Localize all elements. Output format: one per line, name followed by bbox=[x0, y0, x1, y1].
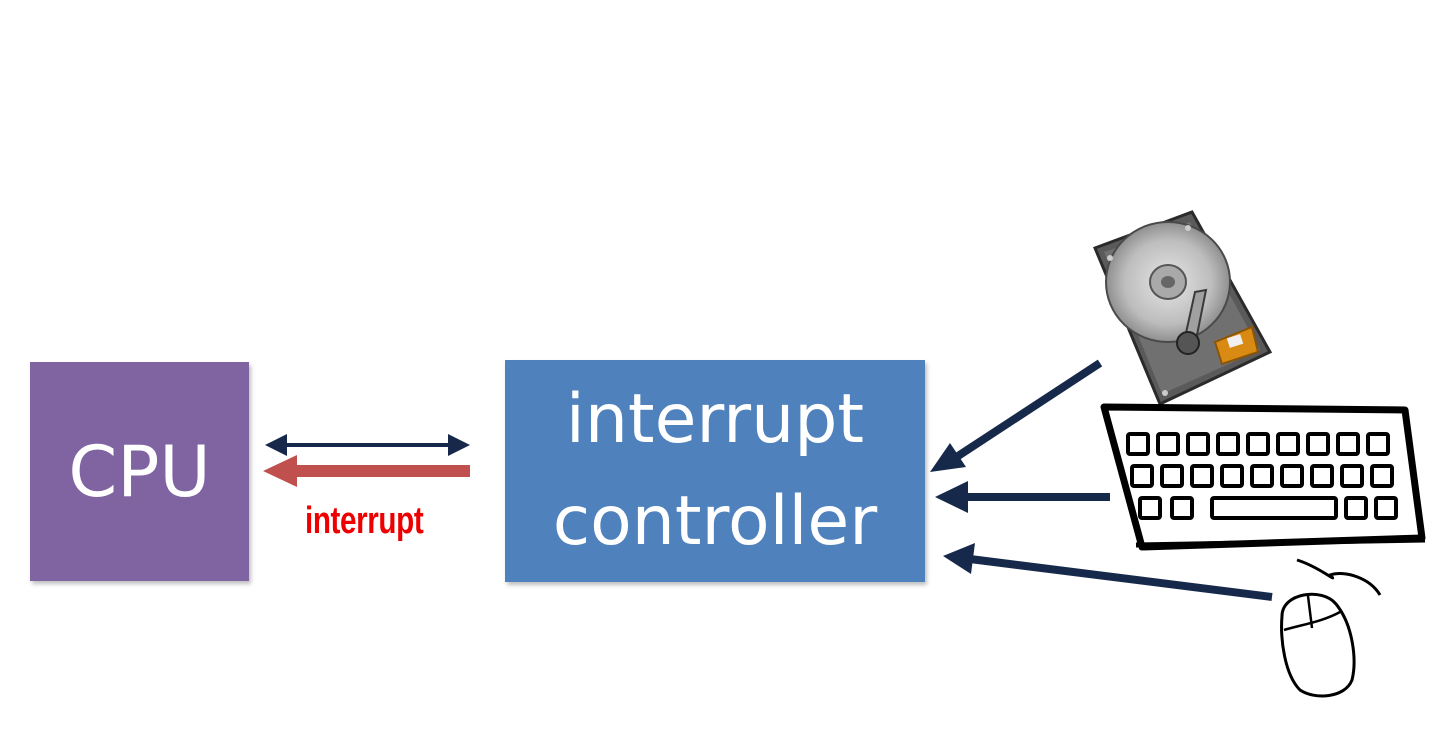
keyboard-key bbox=[1366, 432, 1390, 456]
controller-label-line2: controller bbox=[552, 482, 878, 561]
keyboard-to-controller-arrow bbox=[935, 481, 1110, 513]
mouse-to-controller-arrow bbox=[943, 543, 1273, 601]
keyboard-key bbox=[1336, 432, 1360, 456]
keyboard-key bbox=[1186, 432, 1210, 456]
bus-arrow bbox=[265, 434, 470, 456]
keyboard-key bbox=[1220, 464, 1244, 488]
keyboard-key bbox=[1246, 432, 1270, 456]
keyboard-key bbox=[1340, 464, 1364, 488]
keyboard-key bbox=[1156, 432, 1180, 456]
interrupt-signal-label: interrupt bbox=[305, 500, 424, 542]
keyboard-key bbox=[1160, 464, 1184, 488]
keyboard-key bbox=[1374, 496, 1398, 520]
keyboard-key bbox=[1370, 464, 1394, 488]
interrupt-arrow bbox=[263, 455, 470, 487]
mouse-icon bbox=[1280, 558, 1382, 698]
cpu-box: CPU bbox=[30, 362, 249, 581]
keyboard-key bbox=[1306, 432, 1330, 456]
keyboard-key bbox=[1138, 496, 1162, 520]
keyboard-key bbox=[1344, 496, 1368, 520]
keyboard-key bbox=[1130, 464, 1154, 488]
keyboard-key bbox=[1310, 464, 1334, 488]
hard-disk-icon bbox=[1093, 210, 1273, 407]
keyboard-key bbox=[1126, 432, 1150, 456]
disk-to-controller-arrow bbox=[930, 359, 1103, 472]
keyboard-key bbox=[1216, 432, 1240, 456]
keyboard-icon bbox=[1100, 403, 1426, 551]
controller-label-line1: interrupt bbox=[565, 380, 865, 459]
keyboard-key bbox=[1210, 496, 1338, 520]
keyboard-key bbox=[1250, 464, 1274, 488]
keyboard-key bbox=[1190, 464, 1214, 488]
keyboard-key bbox=[1280, 464, 1304, 488]
keyboard-key bbox=[1170, 496, 1194, 520]
keyboard-key bbox=[1276, 432, 1300, 456]
interrupt-controller-box: interrupt controller bbox=[505, 360, 925, 582]
cpu-label: CPU bbox=[68, 430, 211, 513]
